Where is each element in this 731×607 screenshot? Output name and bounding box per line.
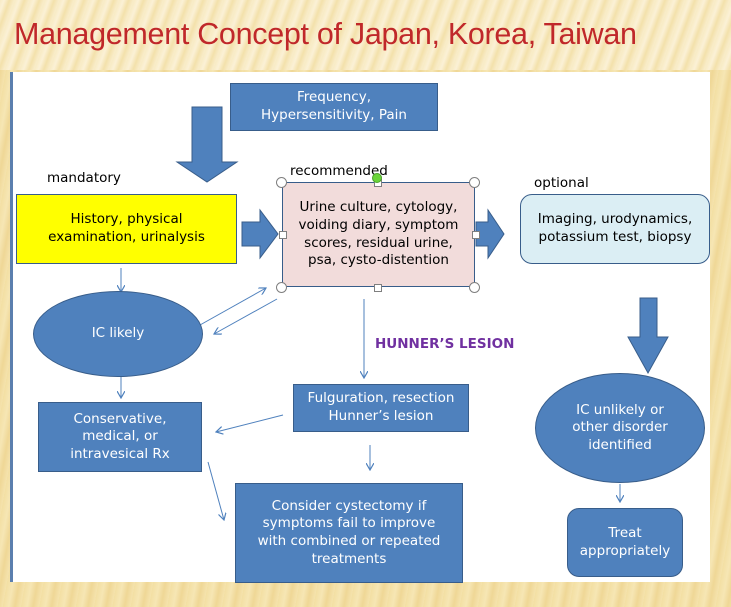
recommended-label: recommended [290,163,388,179]
recommended-text: Urine culture, cytology, voiding diary, … [298,199,459,269]
resize-handle-bottom-right[interactable] [469,282,480,293]
slide-title: Management Concept of Japan, Korea, Taiw… [14,17,637,51]
mandatory-label: mandatory [47,170,121,186]
resize-handle-bottom[interactable] [374,284,382,292]
ic-likely-ellipse: IC likely [33,291,203,377]
resize-handle-top-right[interactable] [469,177,480,188]
optional-box: Imaging, urodynamics, potassium test, bi… [520,194,710,264]
hunners-lesion-label: HUNNER’S LESION [375,336,515,352]
recommended-box[interactable]: Urine culture, cytology, voiding diary, … [282,182,475,287]
ic-likely-text: IC likely [91,325,145,342]
ic-unlikely-ellipse: IC unlikely or other disorder identified [535,373,705,483]
fulguration-box: Fulguration, resection Hunner’s lesion [293,384,469,432]
treat-box: Treat appropriately [567,508,683,577]
cystectomy-box: Consider cystectomy if symptoms fail to … [235,483,463,583]
conservative-box: Conservative, medical, or intravesical R… [38,402,202,472]
resize-handle-left[interactable] [279,231,287,239]
ic-unlikely-text: IC unlikely or other disorder identified [572,401,668,453]
cystectomy-text: Consider cystectomy if symptoms fail to … [257,497,441,567]
symptoms-box: Frequency, Hypersensitivity, Pain [230,83,438,131]
conservative-text: Conservative, medical, or intravesical R… [70,410,170,462]
rotation-handle[interactable] [372,173,382,183]
mandatory-box: History, physical examination, urinalysi… [16,194,237,264]
treat-text: Treat appropriately [579,524,671,559]
optional-label: optional [534,175,589,191]
slide-background-top [0,0,731,70]
resize-handle-top-left[interactable] [276,177,287,188]
optional-text: Imaging, urodynamics, potassium test, bi… [537,211,693,245]
resize-handle-bottom-left[interactable] [276,282,287,293]
resize-handle-right[interactable] [472,231,480,239]
symptoms-text: Frequency, Hypersensitivity, Pain [260,89,407,123]
mandatory-text: History, physical examination, urinalysi… [48,211,205,245]
fulguration-text: Fulguration, resection Hunner’s lesion [307,390,455,424]
